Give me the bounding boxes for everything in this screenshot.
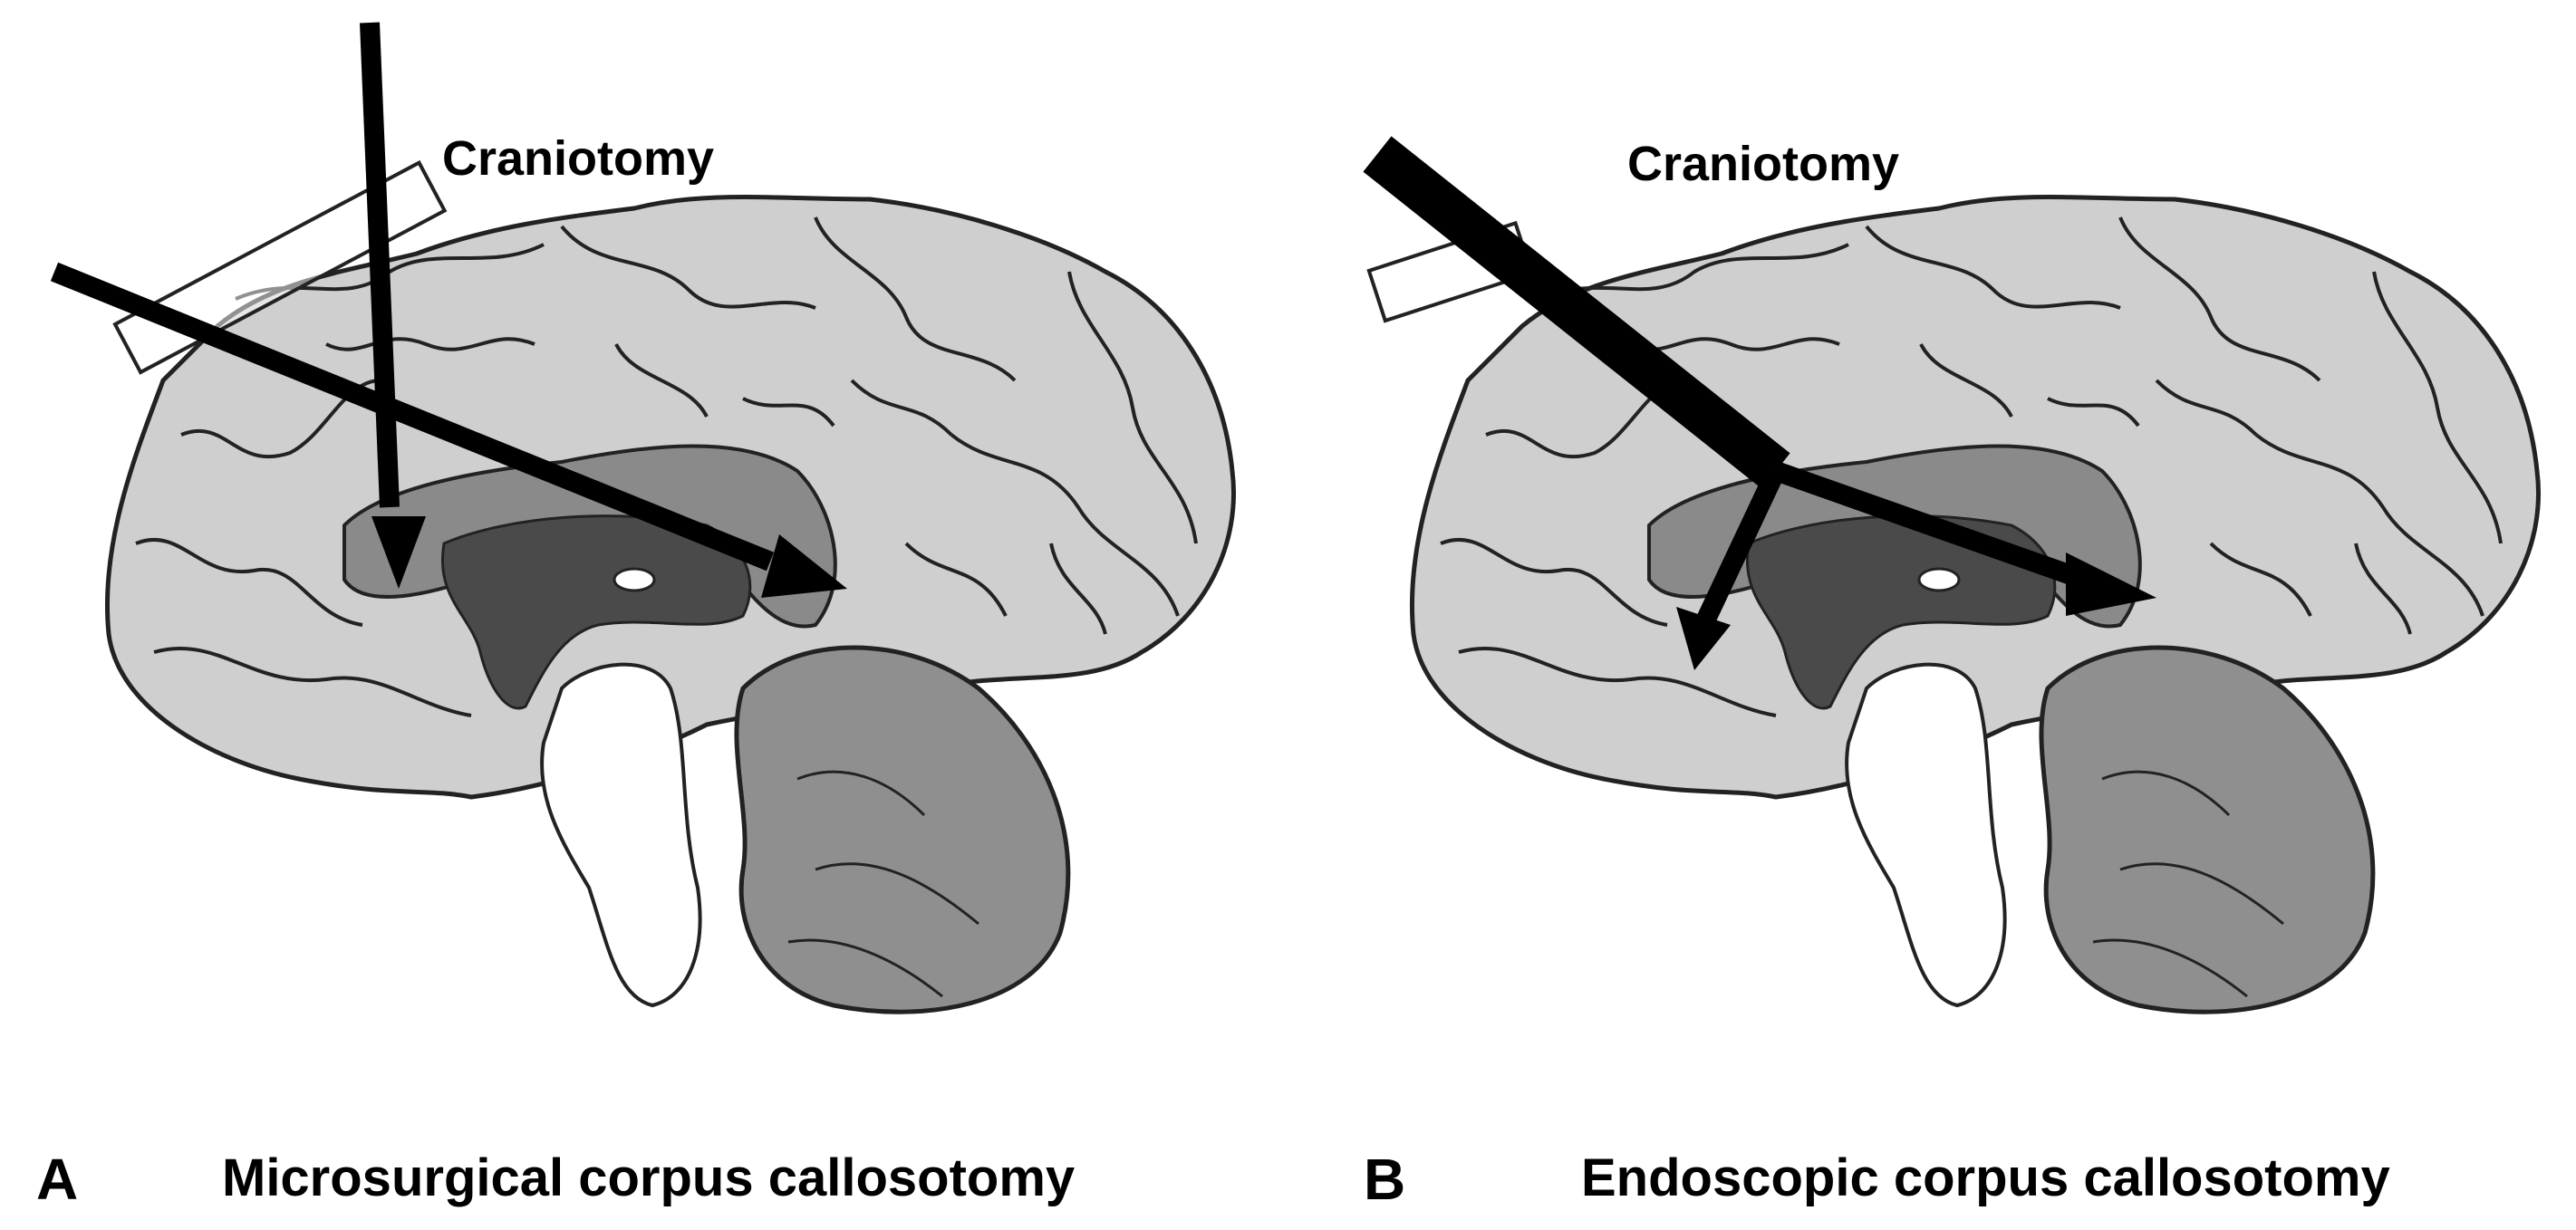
fornix-b — [1917, 567, 1961, 592]
gyri-b — [1440, 216, 2503, 717]
arrowhead-b-posterior — [1676, 607, 1731, 670]
lateral-ventricle-b — [1746, 514, 2057, 710]
craniotomy-label-a: Craniotomy — [442, 131, 715, 186]
panel-a-illustration — [50, 22, 1236, 1014]
trajectories-a — [50, 22, 775, 572]
brainstem-a — [540, 662, 702, 1008]
brain-a — [104, 195, 1236, 1014]
arrowhead-b-anterior — [2066, 553, 2156, 616]
caption-a: Microsurgical corpus callosotomy — [222, 1148, 1076, 1207]
cerebellum-folia-a — [787, 770, 979, 998]
arrowhead-a-diagonal — [761, 534, 847, 598]
brainstem-b — [1845, 662, 2007, 1008]
cerebellum-a — [734, 645, 1071, 1014]
arrowhead-a-vertical — [371, 516, 426, 589]
fornix-a — [613, 567, 656, 592]
caption-b: Endoscopic corpus callosotomy — [1581, 1148, 2390, 1207]
craniotomy-label-b: Craniotomy — [1627, 137, 1900, 191]
cerebellum-folia-b — [2092, 770, 2284, 998]
cerebellum-b — [2039, 645, 2376, 1014]
gyri-a — [135, 216, 1198, 717]
panel-letter-b: B — [1364, 1147, 1406, 1212]
panel-b-illustration — [1363, 136, 2541, 1014]
trajectories-b — [1363, 136, 2088, 629]
panel-letter-a: A — [36, 1147, 79, 1212]
